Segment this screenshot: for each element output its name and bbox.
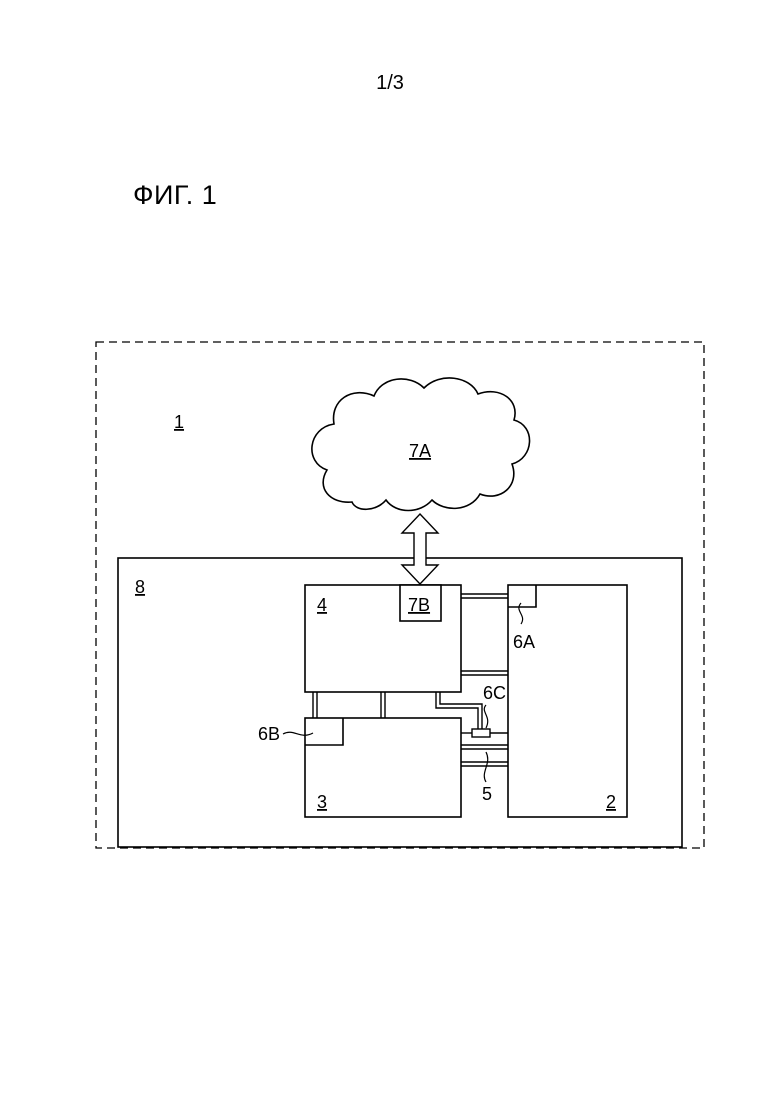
unit-3-box (305, 718, 461, 817)
system-label: 1 (174, 412, 184, 432)
cloud-label: 7A (409, 441, 431, 461)
sensor-6b-label: 6B (258, 724, 280, 744)
enclosure-label: 8 (135, 577, 145, 597)
connector-4-2 (461, 594, 508, 675)
connector-4-3 (313, 692, 385, 718)
line-5-label: 5 (482, 784, 492, 804)
unit-7b-label: 7B (408, 595, 430, 615)
unit-4-label: 4 (317, 595, 327, 615)
unit-2-label: 2 (606, 792, 616, 812)
sensor-6a-label: 6A (513, 632, 535, 652)
line-5-connectors (461, 733, 508, 766)
unit-2-box (508, 585, 627, 817)
sensor-6c-box (472, 729, 490, 737)
unit-3-label: 3 (317, 792, 327, 812)
sensor-6c-label: 6C (483, 683, 506, 703)
bidirectional-arrow (402, 514, 438, 584)
